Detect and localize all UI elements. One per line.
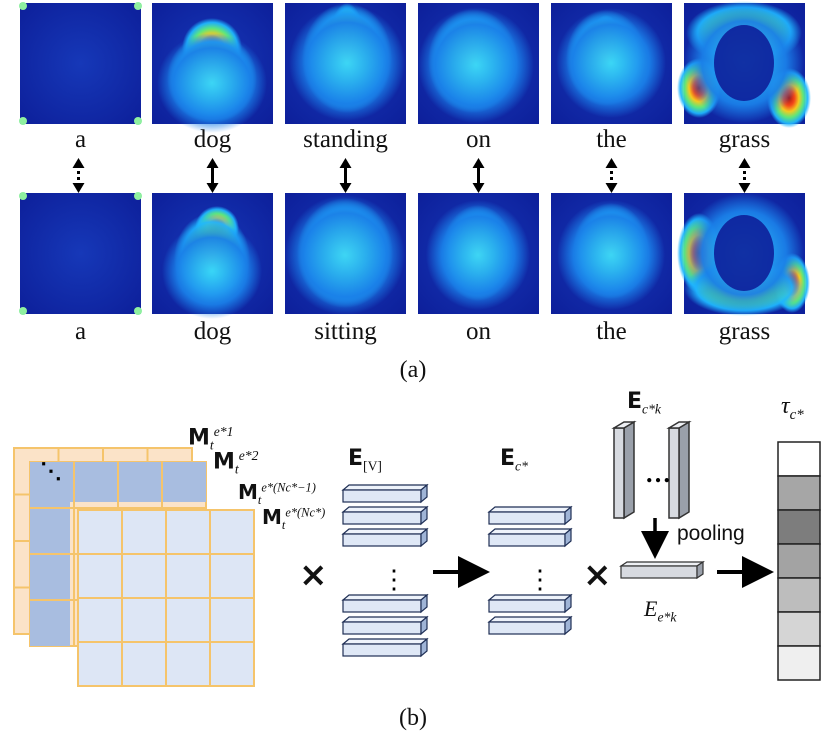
mask-grid-front: [77, 509, 255, 687]
tau-cell-7: [777, 645, 821, 681]
embedding-matrix-v: [341, 483, 429, 658]
word-top-5: the: [596, 126, 627, 153]
grid-diagonal-ellipsis: ⋱: [40, 458, 62, 483]
heatmap-r1-c3: [285, 3, 406, 124]
multiply-symbol-2: ×: [583, 555, 612, 595]
e-v-row-5: [341, 615, 429, 636]
mask-label-4: Mte*(Nc*): [262, 505, 326, 532]
word-bottom-5: the: [596, 318, 627, 345]
heatmap-r1-c6: [677, 1, 811, 128]
e-c-row-3: [487, 593, 573, 614]
caption-a: (a): [399, 357, 427, 383]
tau-cell-2: [777, 475, 821, 511]
tau-cell-1: [777, 441, 821, 477]
word-bottom-2: dog: [193, 318, 232, 345]
multiply-symbol-1: ×: [299, 555, 328, 595]
heatmap-grid: [19, 1, 811, 319]
heatmap-r1-c5: [551, 3, 672, 124]
caption-b: (b): [399, 705, 427, 731]
connector-2: [206, 158, 219, 193]
tau-label: τc*: [781, 393, 804, 423]
tau-cell-4: [777, 543, 821, 579]
e-v-row-6: [341, 637, 429, 658]
e-c-row-2: [487, 527, 573, 548]
e-v-row-3: [341, 527, 429, 548]
tau-cell-5: [777, 577, 821, 613]
word-top-1: a: [74, 126, 87, 153]
heatmap-r1-c4: [418, 3, 539, 124]
word-top-4: on: [466, 126, 491, 153]
connector-5: [605, 158, 618, 193]
attention-mask-stack: ⋱: [13, 447, 255, 687]
mask-label-3: Mte*(Nc*−1): [238, 480, 316, 507]
word-bottom-1: a: [74, 318, 87, 345]
connector-6: [738, 158, 751, 193]
e-ck-ellipsis: …: [645, 459, 671, 488]
heatmap-r2-c5: [551, 193, 672, 314]
e-v-vertical-ellipsis: ⋮: [381, 565, 407, 594]
pooling-label: pooling: [677, 522, 745, 545]
heatmap-r1-c1: [19, 2, 142, 125]
e-ek-label: Ee*k: [644, 596, 677, 625]
heatmap-r2-c3: [285, 193, 406, 315]
heatmap-r2-c2: [152, 193, 273, 319]
word-bottom-3: sitting: [314, 318, 377, 345]
e-ck-columns: [611, 420, 692, 520]
e-v-label: E[V]: [348, 446, 382, 474]
heatmap-r2-c4: [418, 193, 539, 314]
e-v-row-4: [341, 593, 429, 614]
tau-cell-6: [777, 611, 821, 647]
connector-1: [72, 158, 85, 193]
e-c-row-4: [487, 615, 573, 636]
e-c-label: Ec*: [500, 446, 528, 474]
e-c-vertical-ellipsis: ⋮: [527, 565, 553, 594]
word-bottom-4: on: [466, 318, 491, 345]
pooled-embedding: [619, 560, 705, 580]
e-c-row-1: [487, 505, 573, 526]
mask-label-2: Mte*2: [213, 448, 259, 477]
heatmap-r1-c2: [152, 3, 273, 133]
word-top-6: grass: [718, 126, 771, 153]
connector-4: [472, 158, 485, 193]
embedding-matrix-c: [487, 505, 573, 636]
word-bottom-6: grass: [718, 318, 771, 345]
tau-cell-3: [777, 509, 821, 545]
e-v-row-2: [341, 505, 429, 526]
connector-3: [339, 158, 352, 193]
word-top-2: dog: [193, 126, 232, 153]
e-ck-label: Ec*k: [627, 389, 661, 417]
word-alignment-arrows: [72, 158, 751, 193]
e-v-row-1: [341, 483, 429, 504]
mask-label-1: Mte*1: [188, 424, 234, 453]
heatmap-r2-c6: [677, 193, 810, 316]
word-top-3: standing: [303, 126, 388, 153]
heatmap-r2-c1: [19, 192, 142, 315]
tau-vector: [777, 441, 821, 681]
